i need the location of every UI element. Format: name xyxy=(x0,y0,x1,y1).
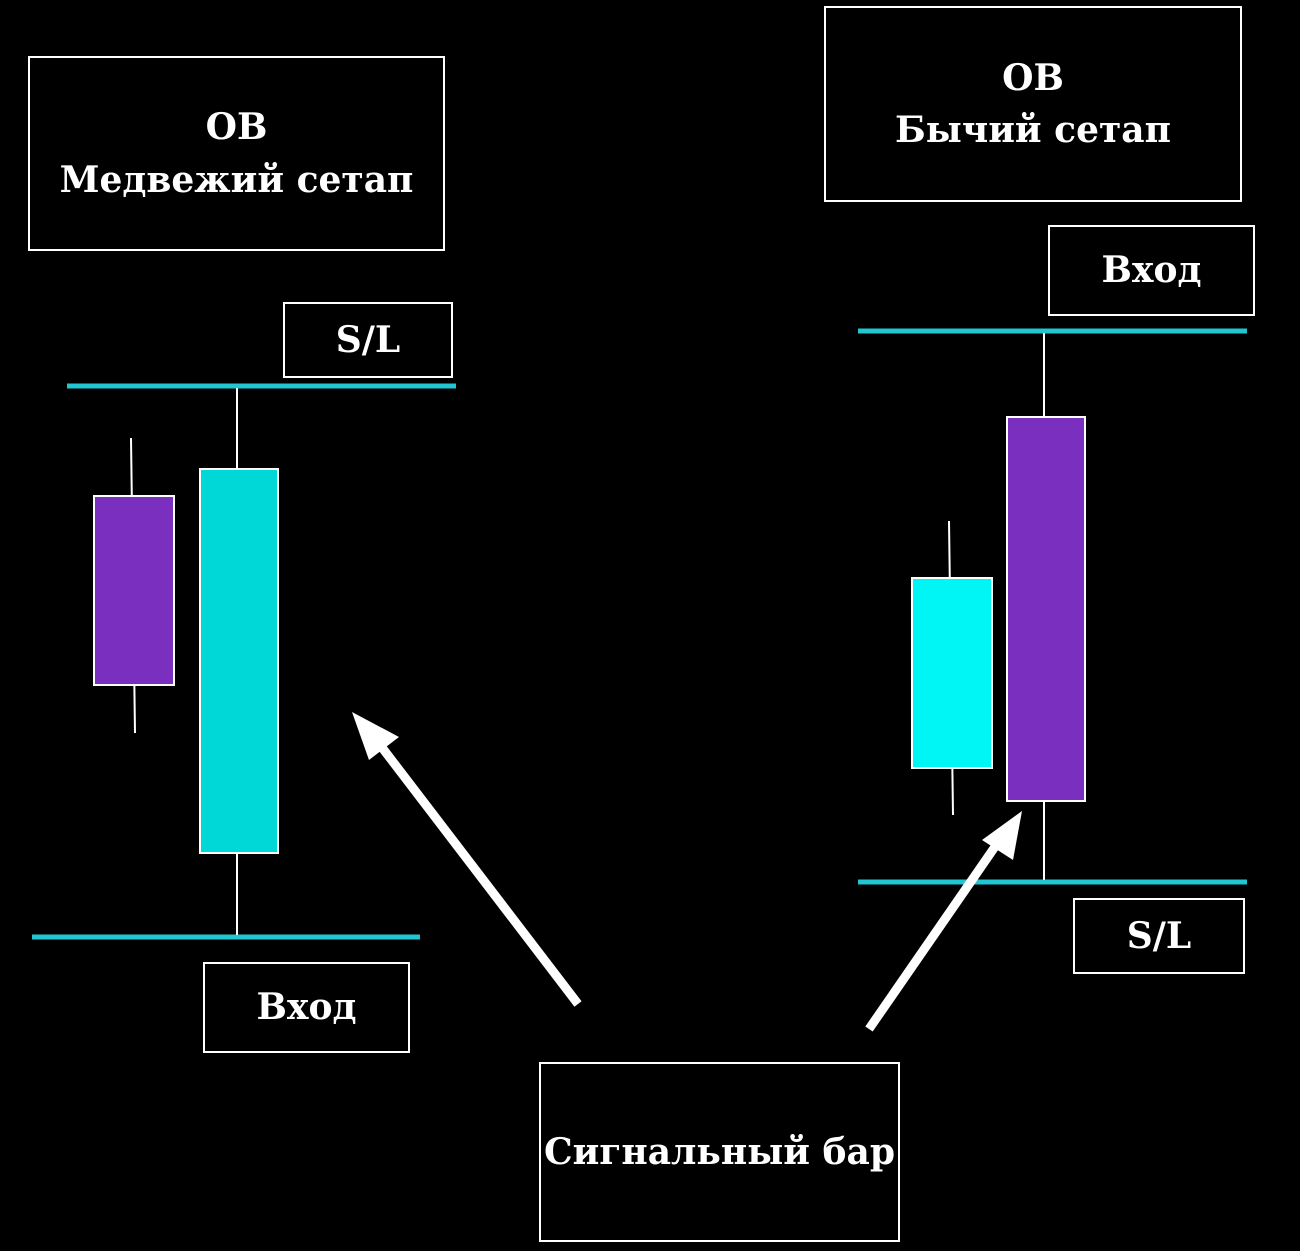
bearish-setup-title-ob: OB xyxy=(205,106,268,149)
arrow-head-bearish xyxy=(352,712,399,760)
bullish-entry-text: Вход xyxy=(1101,249,1202,292)
bearish-entry-text: Вход xyxy=(256,986,357,1029)
bullish-setup-title-name: Бычий сетап xyxy=(895,109,1171,151)
bullish-entry-label: Вход xyxy=(1048,225,1255,316)
signal-bar-arrows xyxy=(352,712,1022,1032)
arrow-to-bullish-signal-bar xyxy=(865,835,1005,1032)
bearish-setup-title-name: Медвежий сетап xyxy=(59,158,414,201)
bearish-first-candle xyxy=(93,495,175,686)
bullish-setup-title-ob: OB xyxy=(1002,56,1064,99)
bearish-setup-title-box: OB Медвежий сетап xyxy=(28,56,445,251)
bullish-setup-title-box: OB Бычий сетап xyxy=(824,6,1242,202)
signal-bar-label: Сигнальный бар xyxy=(539,1062,900,1242)
bullish-stop-loss-text: S/L xyxy=(1126,914,1192,957)
bullish-signal-candle xyxy=(1006,416,1086,802)
bullish-setup-chart xyxy=(858,328,1247,885)
signal-bar-text: Сигнальный бар xyxy=(543,1130,896,1173)
bearish-entry-label: Вход xyxy=(203,962,410,1053)
bullish-first-candle xyxy=(911,577,993,769)
bearish-setup-chart xyxy=(32,383,456,940)
bearish-stop-loss-label: S/L xyxy=(283,302,453,378)
arrow-head-bullish xyxy=(982,811,1022,860)
bearish-signal-candle xyxy=(199,468,279,854)
arrow-to-bearish-signal-bar xyxy=(370,734,582,1007)
bullish-stop-loss-label: S/L xyxy=(1073,898,1245,974)
bearish-stop-loss-text: S/L xyxy=(335,318,401,361)
